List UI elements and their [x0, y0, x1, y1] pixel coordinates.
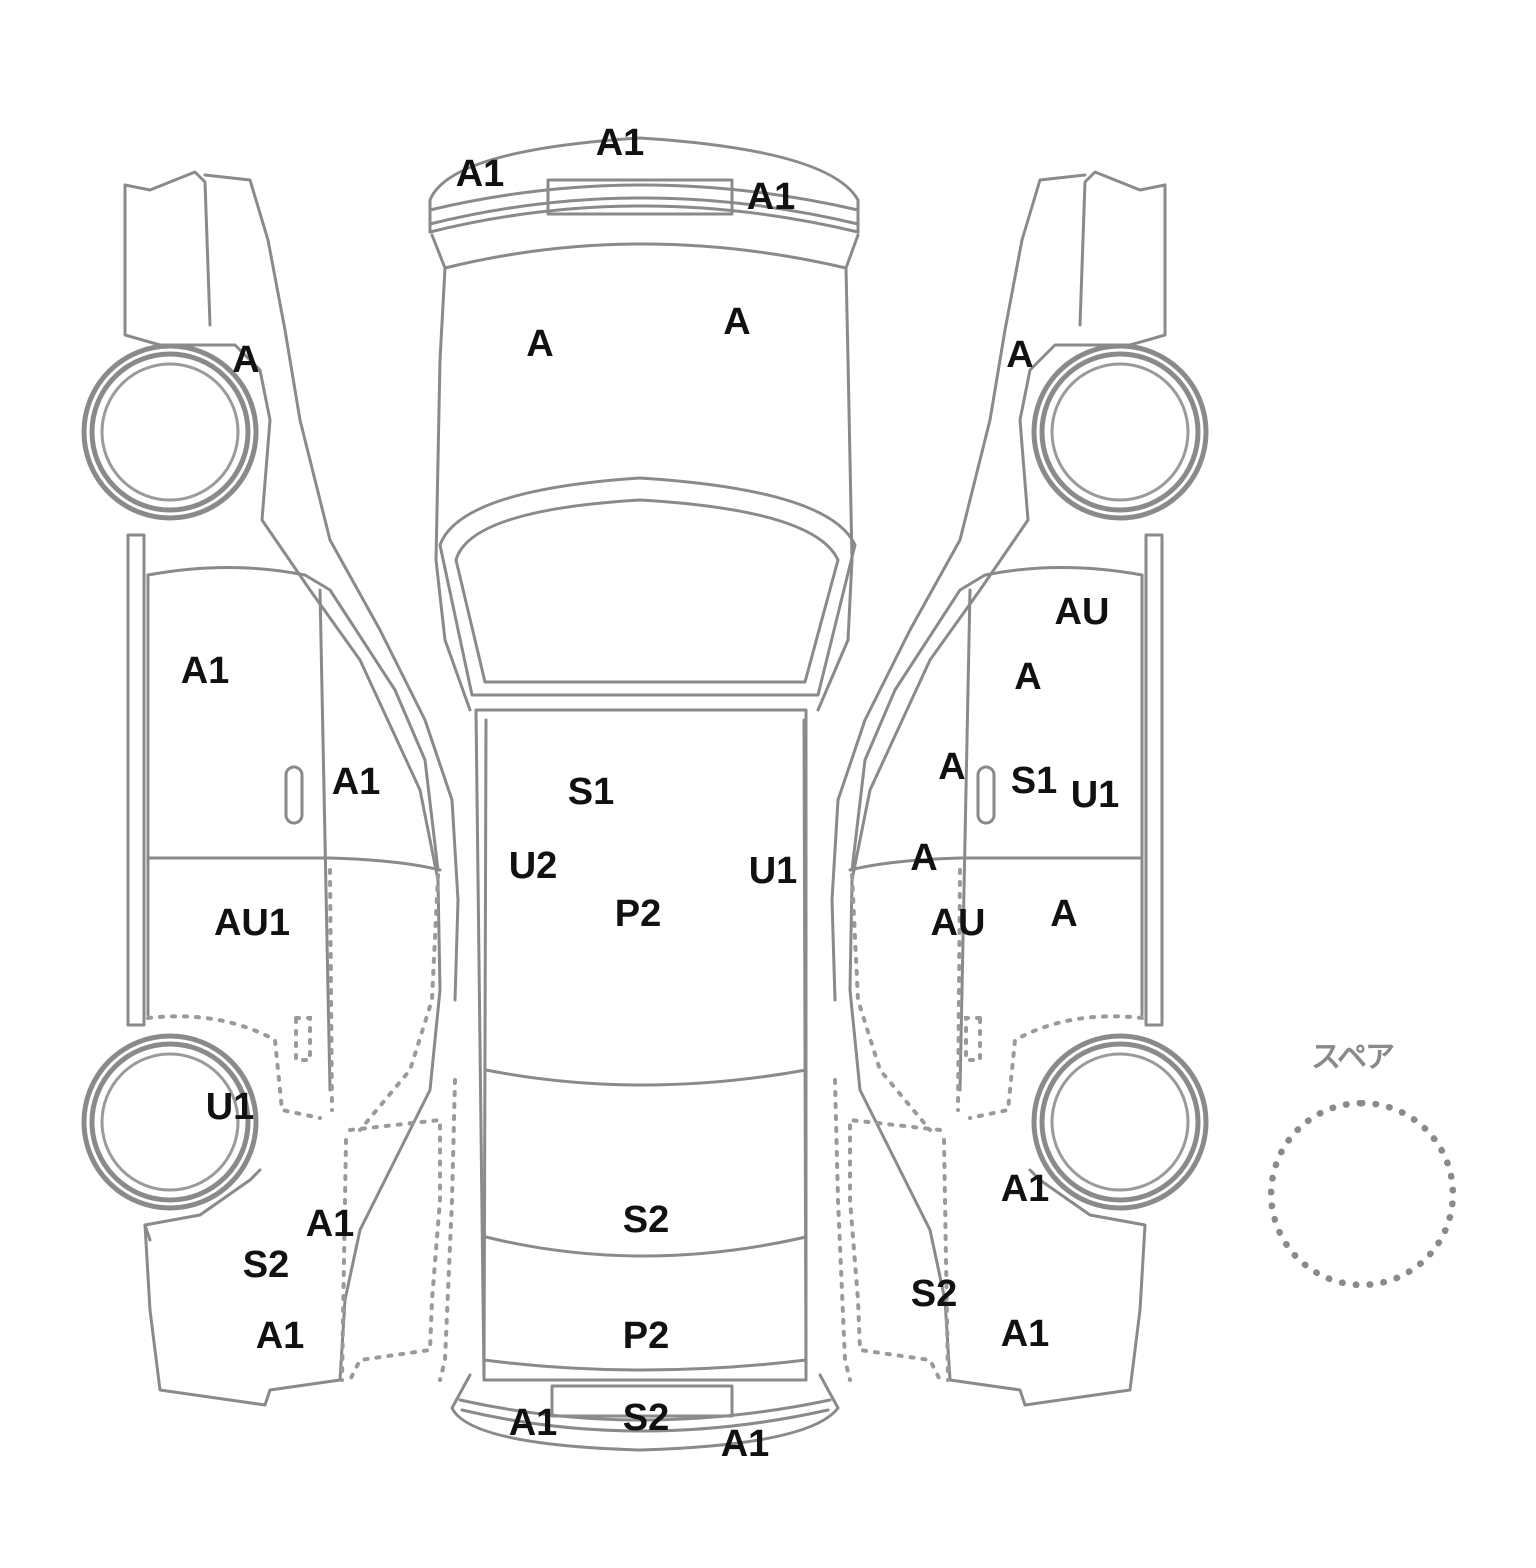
- damage-code-label: A1: [331, 761, 381, 803]
- damage-code-label: A: [910, 837, 938, 879]
- right-side-view: [830, 170, 1209, 1407]
- spare-tire-icon: [1268, 1100, 1456, 1288]
- damage-code-label: S2: [622, 1397, 670, 1439]
- top-view: [428, 136, 860, 1452]
- damage-code-label: A: [1050, 893, 1078, 935]
- damage-code-label: S2: [242, 1244, 290, 1286]
- spare-label: スペア: [1311, 1040, 1395, 1075]
- damage-code-label: A: [938, 746, 966, 788]
- damage-code-label: A1: [180, 650, 230, 692]
- damage-code-label: P2: [622, 1315, 670, 1357]
- right-rear-tire: [1031, 1033, 1209, 1211]
- left-front-tire: [81, 343, 259, 521]
- damage-code-label: A: [1006, 334, 1034, 376]
- damage-code-label: A1: [508, 1402, 558, 1444]
- damage-code-label: A1: [1000, 1313, 1050, 1355]
- damage-code-label: AU1: [213, 902, 291, 944]
- damage-code-label: A1: [720, 1423, 770, 1465]
- damage-code-label: S2: [910, 1273, 958, 1315]
- damage-code-label: A1: [746, 176, 796, 218]
- damage-code-label: P2: [614, 893, 662, 935]
- right-front-tire: [1031, 343, 1209, 521]
- damage-code-label: A: [723, 301, 751, 343]
- damage-code-label: A: [1014, 656, 1042, 698]
- damage-code-label: A1: [255, 1315, 305, 1357]
- damage-code-label: S2: [622, 1199, 670, 1241]
- damage-code-label: A1: [305, 1203, 355, 1245]
- damage-code-label: A1: [455, 153, 505, 195]
- damage-code-label: A1: [595, 122, 645, 164]
- damage-code-label: AU: [930, 902, 986, 944]
- damage-code-label: U2: [508, 845, 558, 887]
- damage-code-label: S1: [1010, 760, 1058, 802]
- damage-code-label: AU: [1054, 591, 1110, 633]
- damage-code-label: A1: [1000, 1168, 1050, 1210]
- left-side-view: [81, 170, 460, 1407]
- damage-code-label: A: [232, 339, 260, 381]
- damage-code-label: U1: [205, 1086, 255, 1128]
- damage-code-label: A: [526, 323, 554, 365]
- damage-code-label: S1: [567, 771, 615, 813]
- damage-code-label: U1: [748, 850, 798, 892]
- left-rear-tire: [81, 1033, 259, 1211]
- damage-code-label: U1: [1070, 774, 1120, 816]
